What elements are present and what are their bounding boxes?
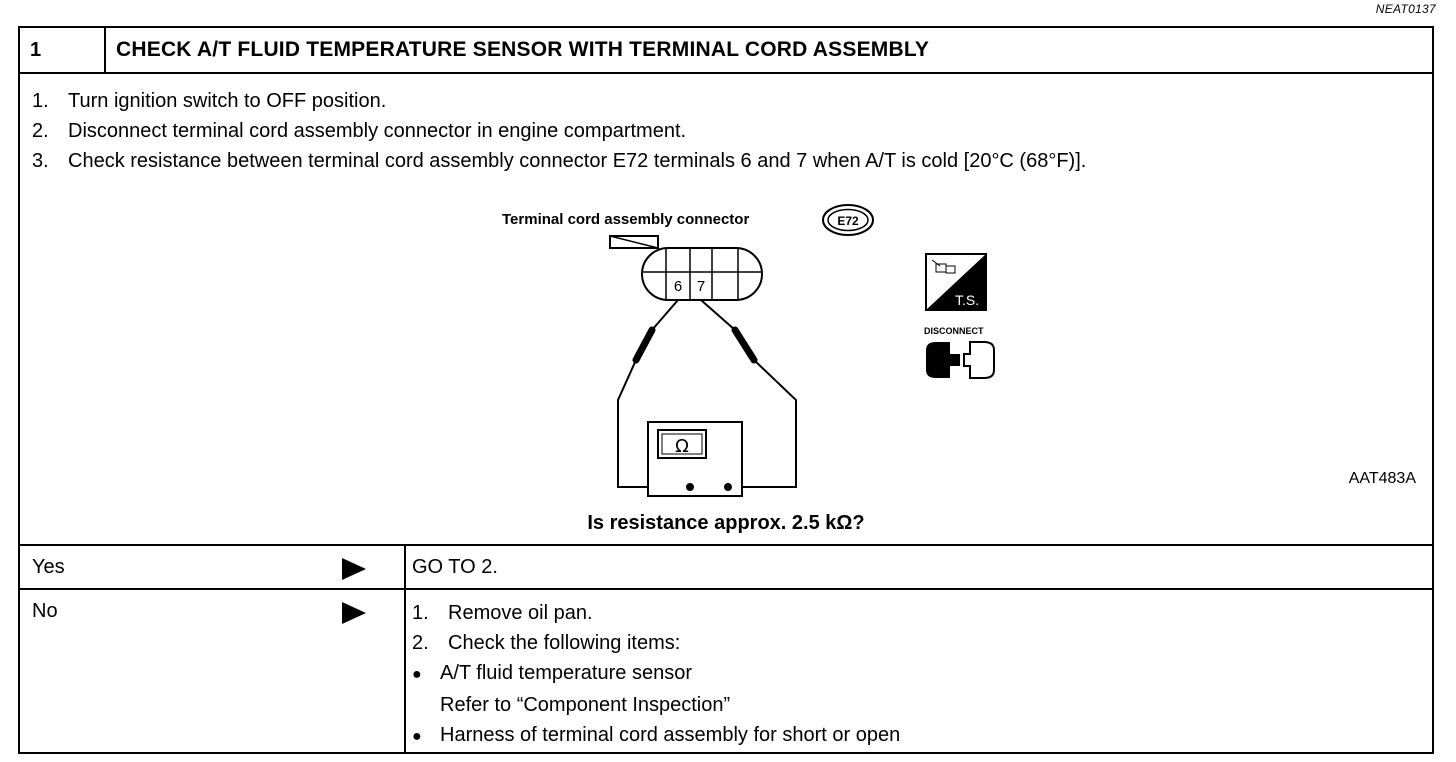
connector-resistance-diagram: Terminal cord assembly connector E72 6 7: [502, 204, 995, 497]
action-text: Refer to “Component Inspection”: [440, 694, 731, 716]
action-item: 1. Remove oil pan.: [412, 598, 900, 628]
action-item: ● A/T fluid temperature sensor: [412, 658, 900, 690]
ohm-symbol: Ω: [675, 436, 689, 457]
right-probe-lead: [700, 299, 797, 488]
connector-label: Terminal cord assembly connector: [502, 211, 749, 228]
bullet-icon: ●: [412, 666, 422, 683]
terminal-6-label: 6: [674, 278, 682, 295]
answer-action-yes: GO TO 2.: [412, 556, 498, 578]
meter-terminal-left: [686, 483, 694, 491]
arrow-right-icon: [342, 558, 366, 580]
column-divider: [404, 590, 406, 754]
step-header: 1 CHECK A/T FLUID TEMPERATURE SENSOR WIT…: [20, 28, 1432, 74]
instruction-text: Check resistance between terminal cord a…: [68, 150, 1087, 172]
step-number: 1: [20, 28, 106, 72]
action-text: Check the following items:: [448, 632, 681, 654]
action-text: A/T fluid temperature sensor: [440, 662, 692, 684]
connector-id: E72: [837, 214, 859, 228]
meter-terminal-right: [724, 483, 732, 491]
disconnect-label: DISCONNECT: [924, 326, 984, 336]
arrow-right-icon: [342, 602, 366, 624]
answer-label-no: No: [32, 600, 58, 622]
instruction-item: 3. Check resistance between terminal cord…: [32, 146, 1086, 176]
document-reference-code: NEAT0137: [1375, 2, 1436, 16]
instruction-text: Turn ignition switch to OFF position.: [68, 90, 387, 112]
action-text: Remove oil pan.: [448, 602, 593, 624]
answer-row-no: No 1. Remove oil pan. 2. Check the followi…: [20, 588, 1432, 754]
bullet-icon: ●: [412, 728, 422, 745]
instruction-item: 1. Turn ignition switch to OFF position.: [32, 86, 1086, 116]
connector-id-badge: E72: [822, 204, 874, 236]
answer-action-list-no: 1. Remove oil pan. 2. Check the following …: [412, 598, 900, 752]
procedure-step-table: 1 CHECK A/T FLUID TEMPERATURE SENSOR WIT…: [18, 26, 1434, 754]
instruction-number: 2.: [32, 120, 49, 142]
action-item: 2. Check the following items:: [412, 628, 900, 658]
instruction-item: 2. Disconnect terminal cord assembly conn…: [32, 116, 1086, 146]
disconnect-icon: [926, 341, 995, 379]
instruction-list: 1.Turn ignition switch to OFF position. …: [32, 86, 1086, 176]
check-question: Is resistance approx. 2.5 kΩ?: [587, 512, 865, 534]
instruction-number: 3.: [32, 150, 49, 172]
column-divider: [404, 546, 406, 588]
action-marker: 2.: [412, 632, 429, 654]
connector-body: 6 7: [609, 235, 763, 301]
ts-label: T.S.: [955, 292, 979, 308]
action-text: Harness of terminal cord assembly for sh…: [440, 724, 901, 746]
figure-code: AAT483A: [1348, 470, 1416, 487]
ohmmeter: Ω: [647, 421, 743, 497]
step-title: CHECK A/T FLUID TEMPERATURE SENSOR WITH …: [116, 38, 930, 61]
action-marker: 1.: [412, 602, 429, 624]
terminal-7-label: 7: [697, 278, 705, 295]
instruction-text: Disconnect terminal cord assembly connec…: [68, 120, 687, 142]
action-item: ● Harness of terminal cord assembly for s…: [412, 720, 900, 752]
answer-row-yes: Yes GO TO 2.: [20, 544, 1432, 588]
answer-label-yes: Yes: [32, 556, 65, 578]
left-probe-lead: [617, 299, 679, 488]
ts-tool-icon: T.S.: [925, 253, 987, 311]
instruction-number: 1.: [32, 90, 49, 112]
action-item: Refer to “Component Inspection”: [412, 690, 900, 720]
